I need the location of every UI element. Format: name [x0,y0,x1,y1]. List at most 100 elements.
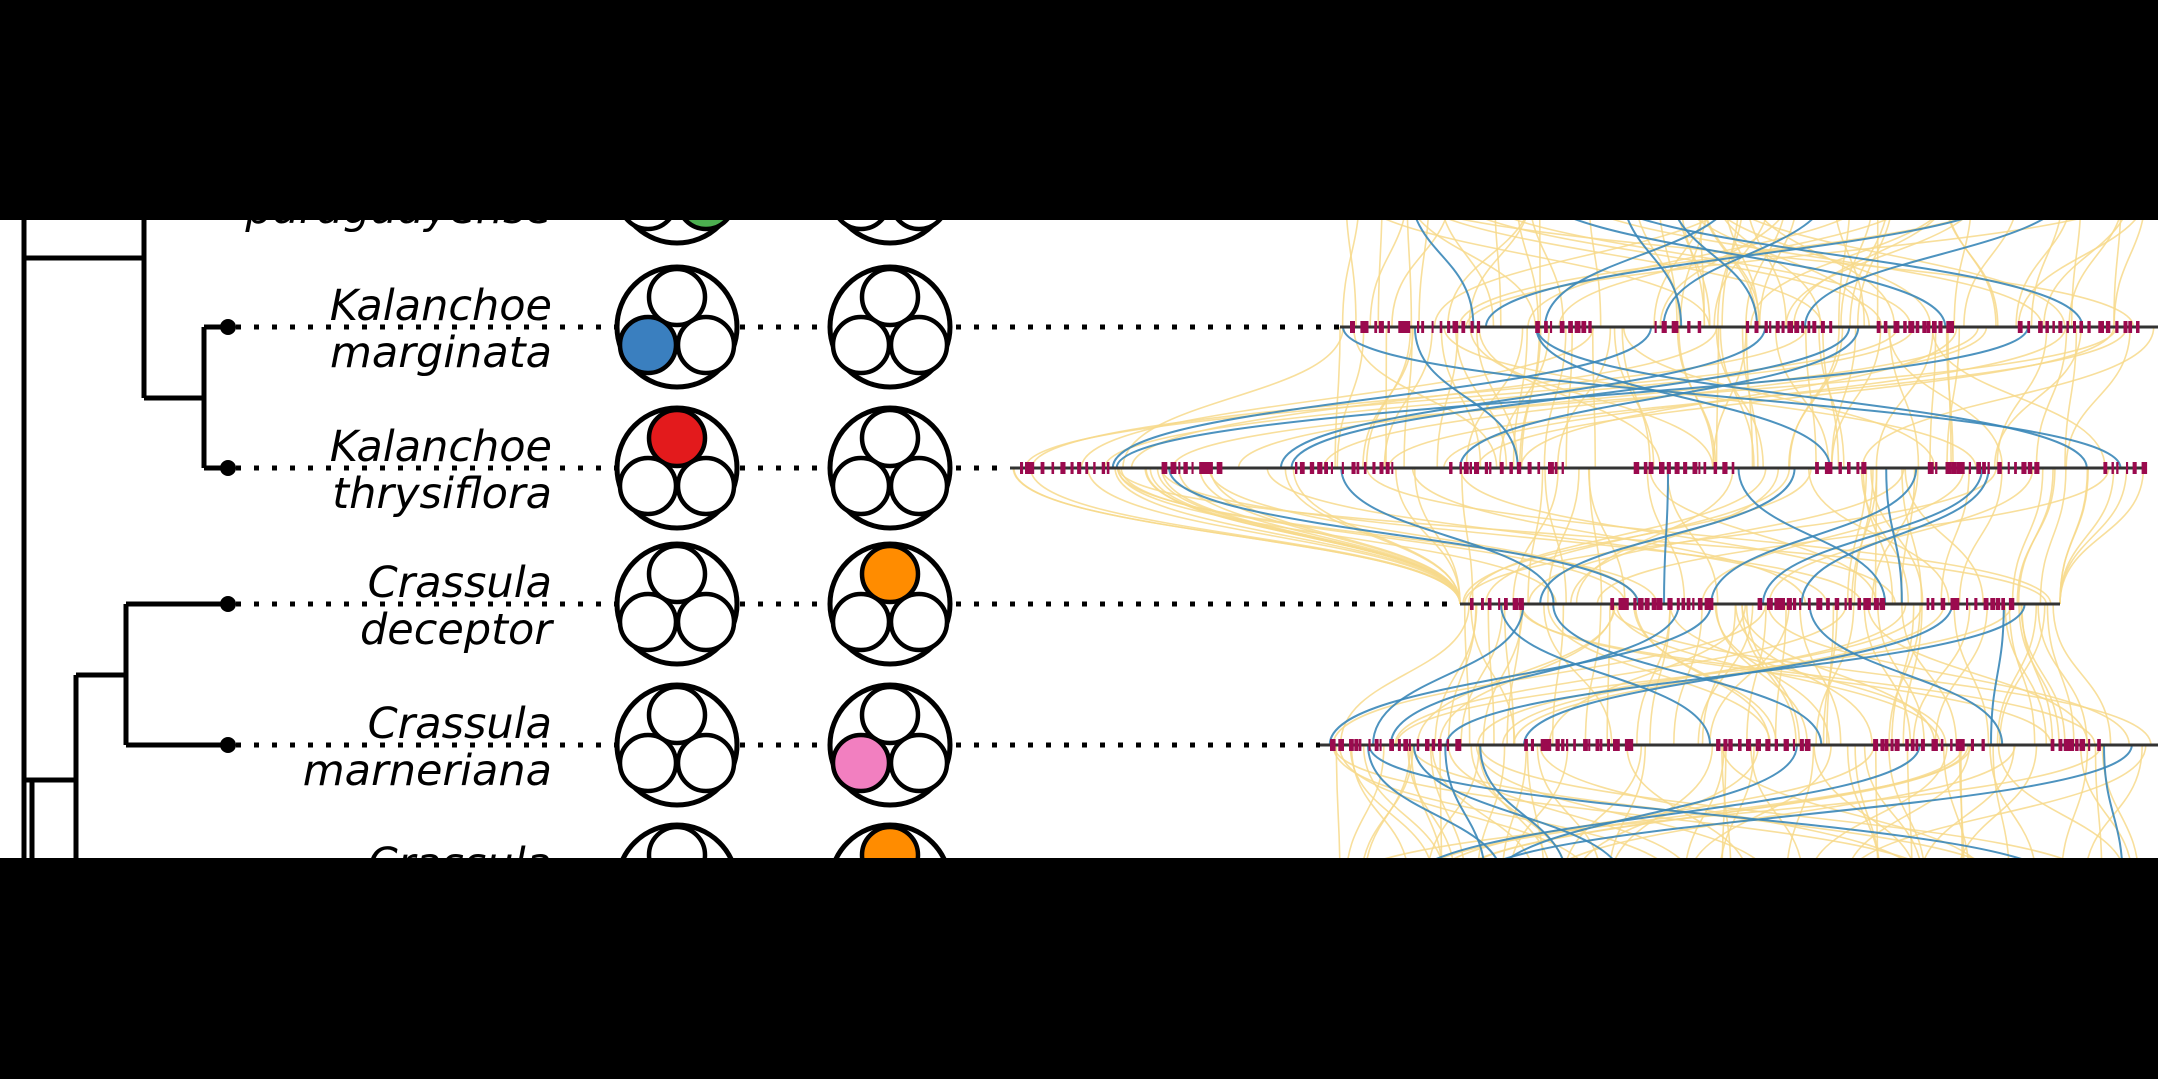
synteny-link [1171,326,2117,469]
synteny-link [1362,744,1442,858]
synteny-link-major [1444,744,1485,858]
synteny-link [1949,220,1997,328]
synteny-link [1335,744,1341,858]
gene-block [1379,739,1382,751]
chromosome-track [1320,739,2158,751]
subgenome-glyph [833,822,947,858]
synteny-link [1494,220,1502,328]
synteny-link-major [1436,744,1921,858]
synteny-link [1709,603,1790,746]
gene-block [1025,462,1031,474]
gene-block [1481,598,1484,610]
gene-block [1350,321,1355,333]
gene-block [1360,321,1366,333]
synteny-link [1831,326,1882,469]
gene-block [1476,321,1481,333]
gene-block [1880,739,1885,751]
synteny-link [1931,326,2106,469]
synteny-link [1877,603,1925,746]
gene-block [2105,321,2111,333]
subgenome-glyph [827,264,953,390]
synteny-ribbons-minor [1012,220,2155,858]
synteny-link [1347,744,1385,858]
glyph-empty-slot [617,455,679,517]
synteny-link [1346,220,1357,328]
synteny-link [1394,603,1847,746]
synteny-link [1862,467,1894,605]
gene-block [2098,321,2104,333]
synteny-link [1503,603,1515,746]
gene-block [1537,462,1541,474]
synteny-link-major [1544,220,1717,328]
synteny-link [1178,467,1461,605]
synteny-link [1622,326,1936,469]
gene-block [1568,321,1573,333]
gene-block [1208,462,1213,474]
synteny-link [1024,326,1899,469]
synteny-link-major [1412,744,1613,858]
gene-block [1469,462,1472,474]
gene-block [1847,462,1851,474]
gene-block [1667,598,1673,610]
glyph-empty-slot [888,591,950,653]
glyph-empty-slot [837,220,885,232]
gene-block [1926,321,1931,333]
synteny-link [1511,744,1569,858]
synteny-link [1469,326,1714,469]
gene-block [2075,739,2079,751]
synteny-link [1815,603,1855,746]
gene-block [2068,739,2075,751]
gene-block [1330,739,1336,751]
synteny-link [1429,744,1465,858]
gene-block [1101,462,1106,474]
synteny-link-major [1279,326,1767,469]
synteny-link [1953,220,1971,328]
synteny-link [1763,220,1896,328]
glyph-empty-slot [646,824,708,858]
synteny-link [1149,467,1461,605]
gene-block [1583,739,1588,751]
synteny-link [1768,467,2034,605]
synteny-link [1856,220,1891,328]
gene-block [1863,598,1870,610]
glyph-filled-slot [859,543,921,605]
gene-block [1474,462,1480,474]
synteny-link [2061,744,2089,858]
gene-block [1987,462,1990,474]
synteny-link [2068,220,2120,328]
synteny-link [1912,603,1971,746]
subgenome-glyph [614,682,740,808]
synteny-link-major [2103,744,2123,858]
tip-node [220,596,236,612]
gene-block [1879,598,1886,610]
synteny-link [1610,744,1647,858]
gene-block [1765,739,1771,751]
gene-block [2128,321,2133,333]
chromosome-track [1010,462,2148,474]
gene-block [1656,598,1663,610]
synteny-link [1406,220,1413,328]
gene-block [1856,462,1860,474]
synteny-link [1721,220,1739,328]
synteny-link [1387,326,2128,469]
gene-block [1661,321,1667,333]
gene-block [1535,321,1540,333]
synteny-link [1439,744,1443,858]
gene-block [2087,321,2091,333]
synteny-link [1475,744,1756,858]
gene-block [1807,321,1811,333]
synteny-link [1610,603,2152,746]
glyph-empty-slot [895,220,943,232]
gene-block [1633,462,1640,474]
synteny-link [1891,603,1915,746]
synteny-link [1849,220,1886,328]
gene-block [1676,598,1680,610]
gene-block [2136,321,2140,333]
gene-block [1299,462,1305,474]
gene-block [1431,321,1434,333]
synteny-link [1369,220,1405,328]
glyph-empty-slot [888,455,950,517]
gene-block [1379,462,1384,474]
gene-block [1654,321,1657,333]
